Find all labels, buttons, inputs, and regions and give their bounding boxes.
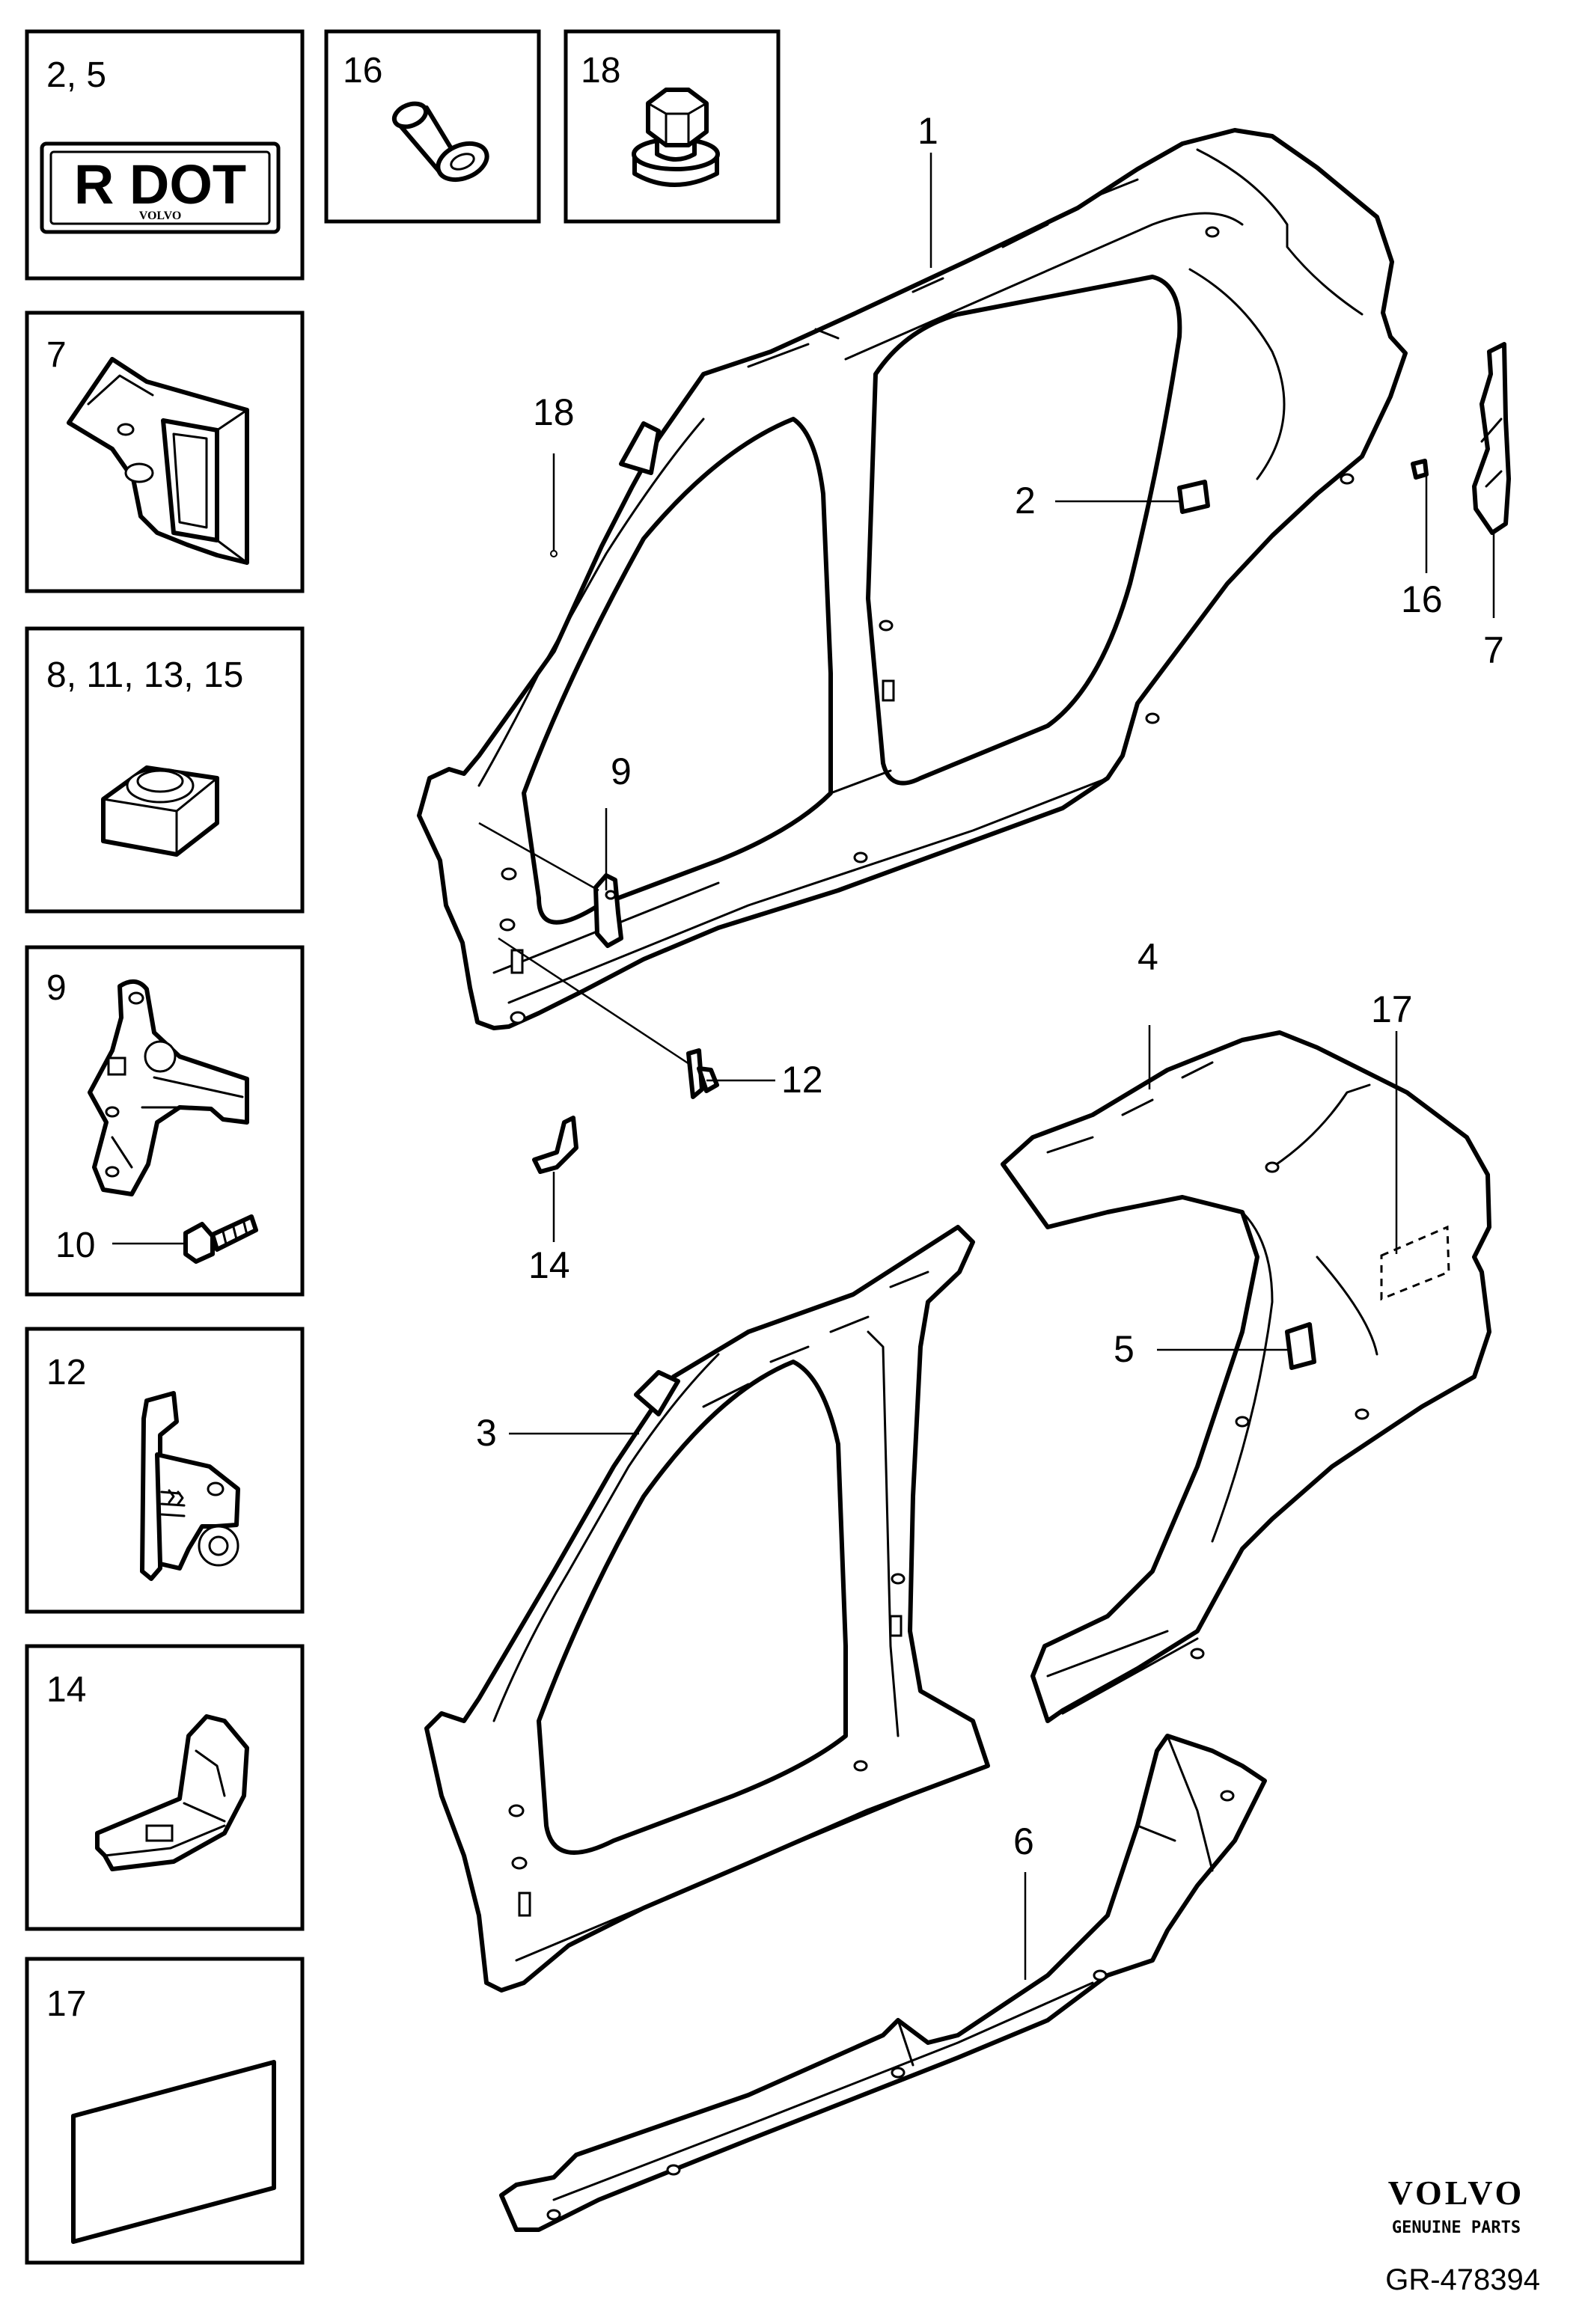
callout-12: 12 — [781, 1059, 823, 1101]
hinge-9-small — [593, 873, 623, 948]
clip-16-small — [1411, 459, 1429, 480]
foil-17-position — [1380, 1225, 1450, 1301]
plug-18-illustration — [632, 88, 720, 187]
bracket-12-small — [686, 1048, 719, 1099]
front-panel-3 — [424, 1225, 990, 1993]
inset-label: 14 — [46, 1670, 86, 1710]
callout-18: 18 — [533, 391, 575, 433]
sill-panel-6 — [499, 1734, 1267, 2232]
brand-logo: VOLVO — [1388, 2174, 1525, 2212]
callout-16: 16 — [1401, 578, 1443, 620]
sticker-2 — [1177, 480, 1210, 514]
bracket-7-small — [1472, 342, 1511, 535]
inset-sub-label: 10 — [55, 1226, 95, 1265]
inset-box-18: 18 — [564, 29, 781, 224]
nut-block-illustration — [101, 765, 219, 857]
sticker-text: R DOT — [74, 153, 246, 215]
brand-tagline: GENUINE PARTS — [1392, 2218, 1521, 2237]
callout-1: 1 — [917, 110, 938, 152]
callout-14: 14 — [528, 1244, 570, 1286]
inset-box-9: 9 10 — [25, 945, 305, 1297]
inset-label: 12 — [46, 1353, 86, 1392]
callouts: 1 2 18 16 7 9 12 14 4 17 5 3 6 — [476, 110, 1504, 1862]
inset-box-12: 12 — [25, 1327, 305, 1614]
callout-4: 4 — [1137, 936, 1158, 978]
inset-label: 9 — [46, 968, 67, 1008]
bolt-10-illustration — [112, 1214, 258, 1264]
inset-label: 18 — [581, 51, 620, 91]
inset-label: 8, 11, 13, 15 — [46, 655, 243, 695]
callout-9: 9 — [611, 750, 632, 792]
callout-5: 5 — [1114, 1328, 1135, 1370]
callout-7: 7 — [1483, 629, 1504, 671]
footer: VOLVO GENUINE PARTS GR-478394 — [1385, 2174, 1540, 2296]
inset-box-14: 14 — [25, 1644, 305, 1931]
rear-panel-4 — [1001, 1030, 1491, 1723]
inset-label: 2, 5 — [46, 55, 106, 95]
leader-lines — [478, 153, 1495, 1980]
sticker-5 — [1285, 1322, 1316, 1370]
rivet-nut-16-illustration — [391, 101, 489, 183]
foil-patch-17-illustration — [71, 2060, 276, 2244]
callout-6: 6 — [1013, 1820, 1034, 1862]
sticker-brand: VOLVO — [139, 210, 182, 222]
inset-label: 17 — [46, 1984, 86, 2024]
callout-3: 3 — [476, 1412, 497, 1454]
inset-box-7: 7 — [25, 311, 305, 593]
diagram-reference: GR-478394 — [1385, 2263, 1540, 2296]
inset-label: 7 — [46, 335, 67, 375]
inset-box-17: 17 — [25, 1957, 305, 2265]
rdot-sticker: R DOT VOLVO — [40, 141, 281, 234]
inset-box-2-5: 2, 5 R DOT VOLVO — [25, 29, 305, 281]
inset-box-16: 16 — [324, 29, 541, 224]
bracket-7-illustration — [67, 357, 249, 565]
callout-17: 17 — [1371, 988, 1413, 1030]
callout-2: 2 — [1015, 480, 1036, 522]
bracket-14-illustration — [95, 1714, 249, 1871]
bracket-14-small — [532, 1116, 578, 1174]
hinge-9-illustration — [88, 979, 249, 1196]
side-panel-1 — [417, 128, 1408, 1030]
inset-label: 16 — [343, 51, 382, 91]
inset-box-8-11-13-15: 8, 11, 13, 15 — [25, 626, 305, 914]
bracket-12-illustration — [140, 1391, 240, 1581]
